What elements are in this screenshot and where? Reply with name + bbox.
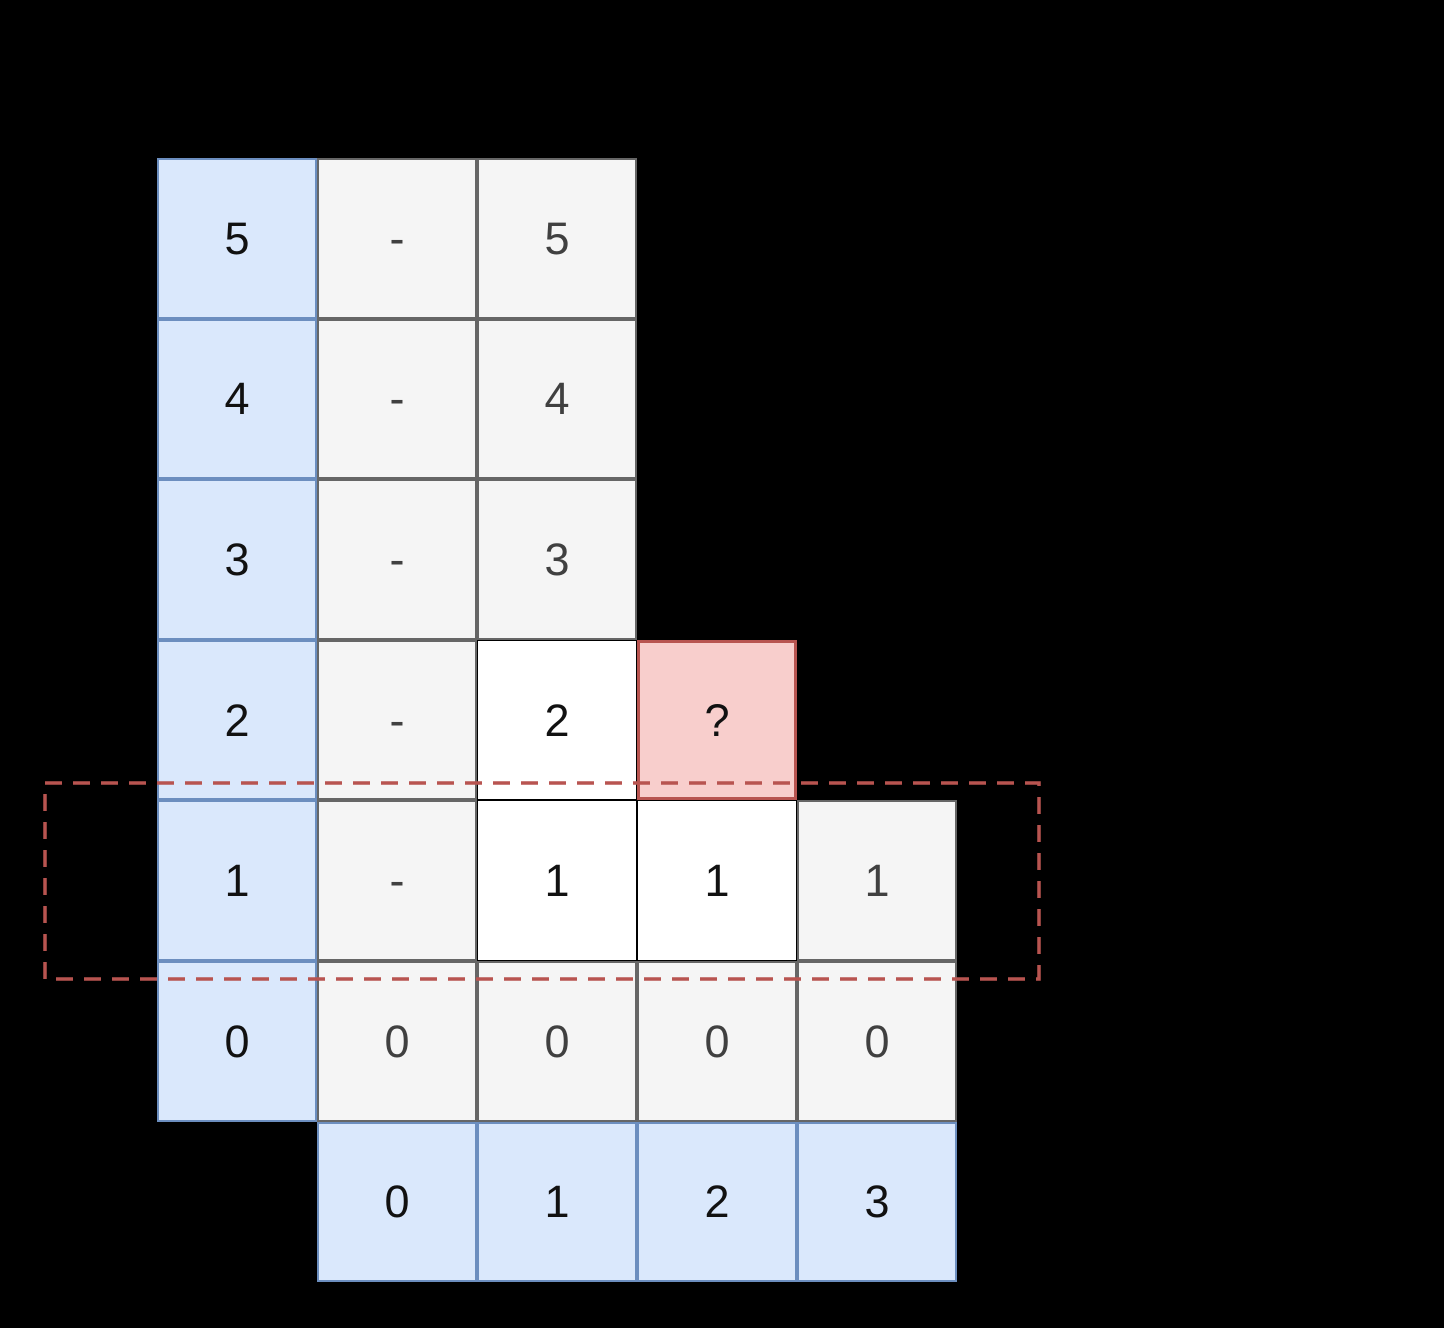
table-cell: - xyxy=(317,158,477,319)
empty-cell xyxy=(797,319,957,480)
col-header-cell: 1 xyxy=(477,1121,637,1283)
row-header-cell: 0 xyxy=(157,960,317,1122)
empty-cell xyxy=(157,1122,317,1283)
table-cell: 0 xyxy=(477,960,637,1122)
empty-cell xyxy=(797,158,957,319)
unknown-target-cell: ? xyxy=(637,639,797,801)
table-cell: 0 xyxy=(797,960,957,1122)
table-cell: - xyxy=(317,479,477,640)
table-cell: - xyxy=(317,800,477,961)
empty-cell xyxy=(797,479,957,640)
empty-cell xyxy=(637,319,797,480)
row-header-cell: 4 xyxy=(157,318,317,480)
empty-cell xyxy=(637,479,797,640)
empty-cell xyxy=(637,158,797,319)
table-cell: 4 xyxy=(477,318,637,480)
table-cell: - xyxy=(317,318,477,480)
dp-table: 5 - 5 4 - 4 3 - 3 2 - 2 ? 1 - 1 1 1 0 0 … xyxy=(157,158,957,1283)
table-cell: 0 xyxy=(637,960,797,1122)
table-cell: 1 xyxy=(477,800,637,961)
col-header-cell: 0 xyxy=(317,1121,477,1283)
row-header-cell: 1 xyxy=(157,800,317,961)
table-cell: - xyxy=(317,639,477,801)
row-header-cell: 2 xyxy=(157,639,317,801)
table-cell: 1 xyxy=(637,800,797,961)
table-cell: 2 xyxy=(477,639,637,801)
table-cell: 5 xyxy=(477,158,637,319)
row-header-cell: 3 xyxy=(157,479,317,640)
row-header-cell: 5 xyxy=(157,158,317,319)
table-cell: 3 xyxy=(477,479,637,640)
col-header-cell: 2 xyxy=(637,1121,797,1283)
col-header-cell: 3 xyxy=(797,1121,957,1283)
table-cell: 0 xyxy=(317,960,477,1122)
empty-cell xyxy=(797,640,957,801)
table-cell: 1 xyxy=(797,800,957,961)
